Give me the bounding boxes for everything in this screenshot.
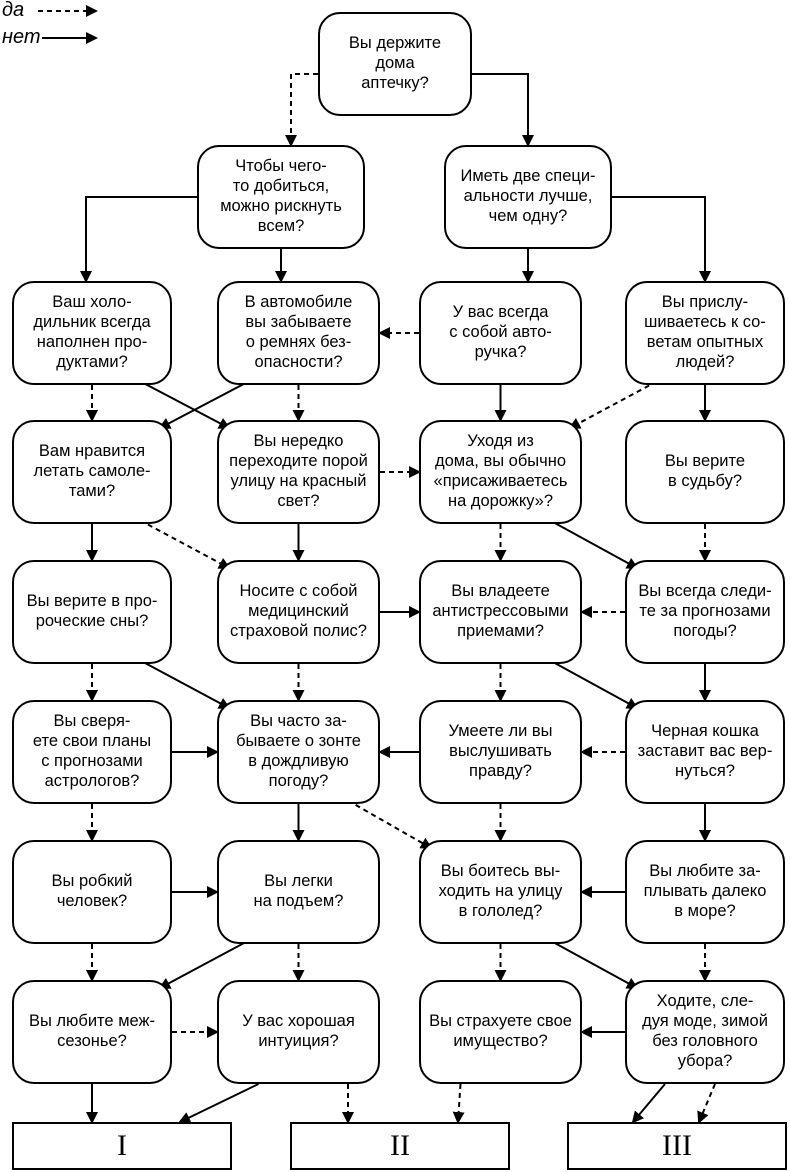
question-believe-fate: Вы верите в судьбу? bbox=[625, 420, 785, 524]
edge-r6d-to-III-no bbox=[631, 1083, 666, 1124]
question-intuition: У вас хорошая интуиция? bbox=[217, 980, 380, 1084]
question-cross-on-red: Вы нередко переходите порой улицу на кра… bbox=[217, 420, 380, 524]
question-offseason: Вы любите меж- сезонье? bbox=[12, 980, 172, 1084]
question-fridge-full: Ваш холо- дильник всегда наполнен про- д… bbox=[12, 281, 172, 385]
edge-r2a-to-r3b-yes bbox=[131, 515, 231, 569]
edge-r3a-to-r4b-no bbox=[131, 655, 231, 709]
edge-r6d-to-III-yes bbox=[697, 1083, 716, 1124]
question-risk-everything: Чтобы чего- то добиться, можно рискнуть … bbox=[197, 145, 365, 249]
question-no-hat-winter: Ходите, сле- дуя моде, зимой без головно… bbox=[625, 980, 785, 1084]
legend-yes-label: да bbox=[2, 0, 25, 21]
edge-q0-to-q1-yes bbox=[285, 73, 318, 147]
edge-q1-to-r1a-no bbox=[80, 196, 197, 283]
question-forget-umbrella: Вы часто за- бываете о зонте в дождливую… bbox=[217, 700, 380, 804]
question-swim-far: Вы любите за- плывать далеко в море? bbox=[625, 840, 785, 944]
edge-r5c-to-r6d-no bbox=[541, 935, 639, 989]
question-antistress: Вы владеете антистрессовыми приемами? bbox=[419, 560, 582, 664]
question-always-have-pen: У вас всегда с собой авто- ручка? bbox=[419, 281, 582, 385]
question-prophetic-dreams: Вы верите в про- роческие сны? bbox=[12, 560, 172, 664]
result-i: I bbox=[12, 1122, 232, 1170]
edge-q0-to-q2-no bbox=[472, 73, 534, 147]
edge-q2-to-r1d-no bbox=[612, 196, 711, 283]
question-easy-going: Вы легки на подъем? bbox=[217, 840, 380, 944]
edge-r1a-to-r2b-no bbox=[131, 376, 231, 429]
result-ii: II bbox=[290, 1122, 510, 1170]
legend-no-label: нет bbox=[2, 26, 41, 48]
question-fear-ice: Вы боитесь вы- ходить на улицу в гололед… bbox=[419, 840, 582, 944]
edge-r3c-to-r4d-no bbox=[541, 655, 639, 709]
edge-r6c-to-II-yes bbox=[452, 1083, 465, 1124]
question-listen-experienced: Вы прислу- шиваетесь к со- ветам опытных… bbox=[625, 281, 785, 385]
question-hear-truth: Умеете ли вы выслушивать правду? bbox=[419, 700, 582, 804]
edge-r6b-to-I-no bbox=[178, 1083, 259, 1124]
question-keep-first-aid-kit: Вы держите дома аптечку? bbox=[318, 12, 472, 116]
question-insurance-policy: Носите с собой медицинский страховой пол… bbox=[217, 560, 380, 664]
question-weather-forecast: Вы всегда следи- те за прогнозами погоды… bbox=[625, 560, 785, 664]
question-like-flying: Вам нравится летать самоле- тами? bbox=[12, 420, 172, 524]
question-forget-seatbelt: В автомобиле вы забываете о ремнях без- … bbox=[217, 281, 380, 385]
question-sit-before-road: Уходя из дома, вы обычно «присаживаетесь… bbox=[419, 420, 582, 524]
question-black-cat: Черная кошка заставит вас вер- нуться? bbox=[625, 700, 785, 804]
edge-r5b-to-r6a-no bbox=[158, 935, 258, 989]
result-iii: III bbox=[567, 1122, 787, 1170]
edge-r1b-to-r2a-no bbox=[158, 376, 258, 429]
edge-r2c-to-r3d-no bbox=[541, 515, 639, 569]
question-timid: Вы робкий человек? bbox=[12, 840, 172, 944]
question-insure-property: Вы страхуете свое имущество? bbox=[419, 980, 582, 1084]
question-two-specialties: Иметь две специ- альности лучше, чем одн… bbox=[444, 145, 612, 249]
question-astrology: Вы сверя- ете свои планы с прогнозами ас… bbox=[12, 700, 172, 804]
